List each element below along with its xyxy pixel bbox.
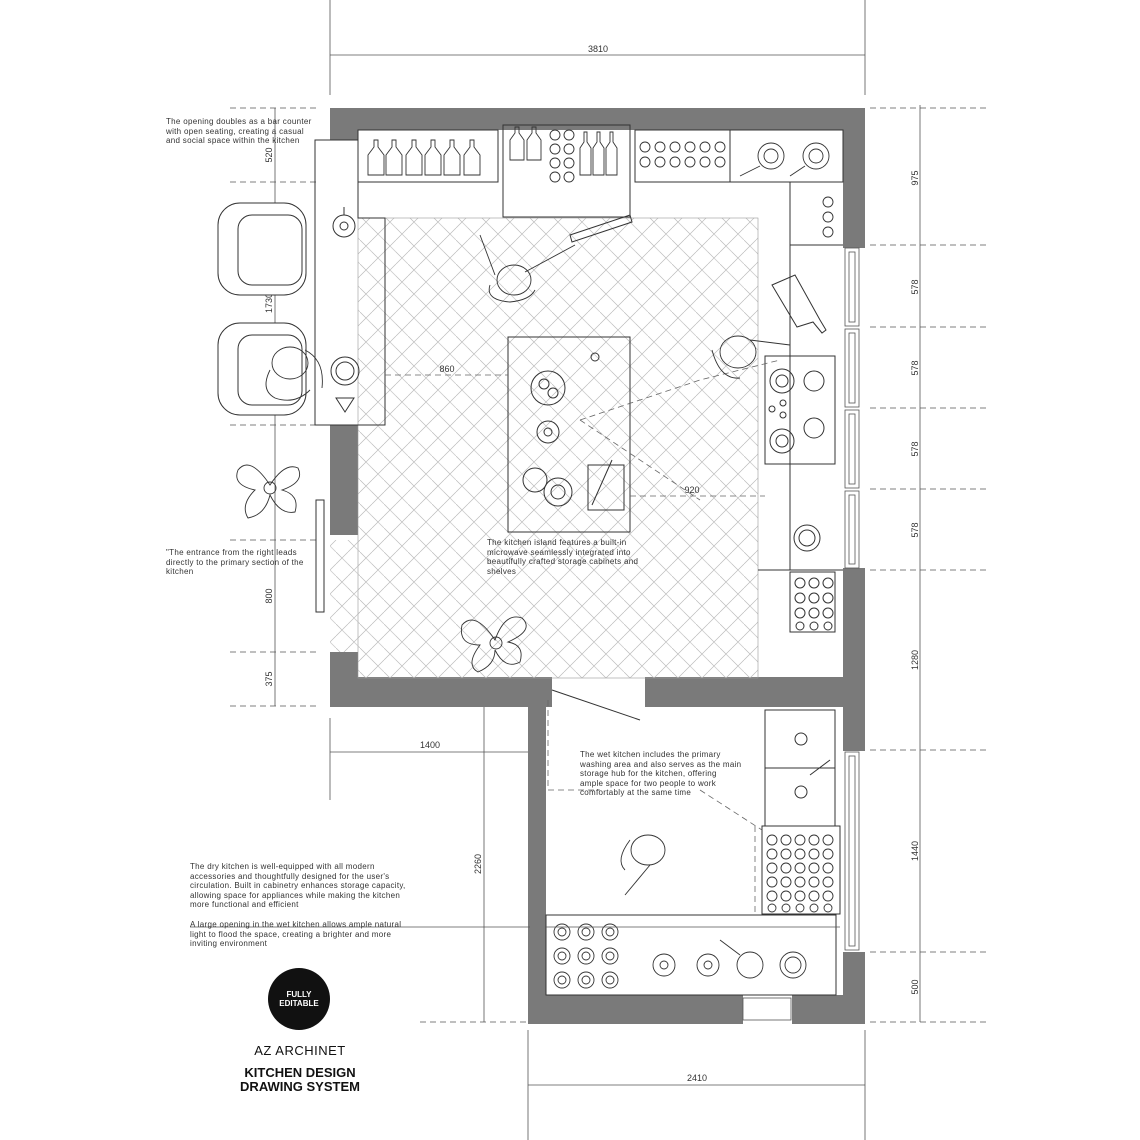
wet-kitchen	[545, 689, 841, 996]
badge-line-1: FULLY	[286, 990, 312, 999]
dim-left-1: 1730	[264, 293, 274, 313]
note-island: The kitchen island features a built-in m…	[487, 538, 639, 576]
dim-right-5: 1280	[910, 650, 920, 670]
standing-person-icons	[479, 234, 791, 896]
title-line-1: KITCHEN DESIGN	[244, 1065, 356, 1080]
dim-island-gap-left: 860	[439, 364, 454, 374]
dim-right-1: 578	[910, 279, 920, 294]
note-dry-kitchen: The dry kitchen is well-equipped with al…	[190, 862, 406, 909]
right-counter	[758, 245, 843, 633]
dim-lower-left-width: 1400	[420, 740, 440, 750]
dim-top-width: 3810	[588, 44, 608, 54]
bottle-icons	[367, 126, 618, 176]
dim-left-3: 375	[264, 671, 274, 686]
clearance-lines	[385, 359, 781, 501]
dim-lower-left-height: 2260	[473, 854, 483, 874]
jar-icons	[549, 129, 726, 183]
badge-line-2: EDITABLE	[279, 999, 319, 1008]
note-entrance: "The entrance from the right leads direc…	[166, 548, 304, 576]
dim-left-0: 520	[264, 147, 274, 162]
herringbone-floor	[357, 217, 759, 679]
dim-left-2: 800	[264, 588, 274, 603]
dim-right-3: 578	[910, 441, 920, 456]
window-frames	[844, 247, 860, 951]
dim-right-7: 500	[910, 979, 920, 994]
dim-right-0: 975	[910, 170, 920, 185]
note-bar-counter: The opening doubles as a bar counter wit…	[166, 117, 312, 145]
title-line-2: DRAWING SYSTEM	[240, 1079, 360, 1094]
brand-name: AZ ARCHINET	[254, 1043, 346, 1058]
walls	[330, 108, 865, 1024]
pan-icons	[739, 142, 834, 238]
kitchen-island	[507, 336, 631, 533]
seated-person-icon	[265, 346, 323, 401]
dim-right-2: 578	[910, 360, 920, 375]
note-wet-kitchen: The wet kitchen includes the primary was…	[580, 750, 742, 797]
dim-right-6: 1440	[910, 841, 920, 861]
pantry-door	[569, 214, 633, 243]
armchair-icons	[217, 202, 307, 416]
note-opening: A large opening in the wet kitchen allow…	[190, 920, 402, 948]
dim-bottom-width: 2410	[687, 1073, 707, 1083]
dim-right-4: 578	[910, 522, 920, 537]
plant-icons	[236, 464, 527, 673]
entrance-door	[315, 499, 325, 613]
fully-editable-badge: FULLY EDITABLE	[268, 968, 330, 1030]
bar-counter	[314, 139, 386, 426]
dim-island-gap-right: 920	[684, 485, 699, 495]
